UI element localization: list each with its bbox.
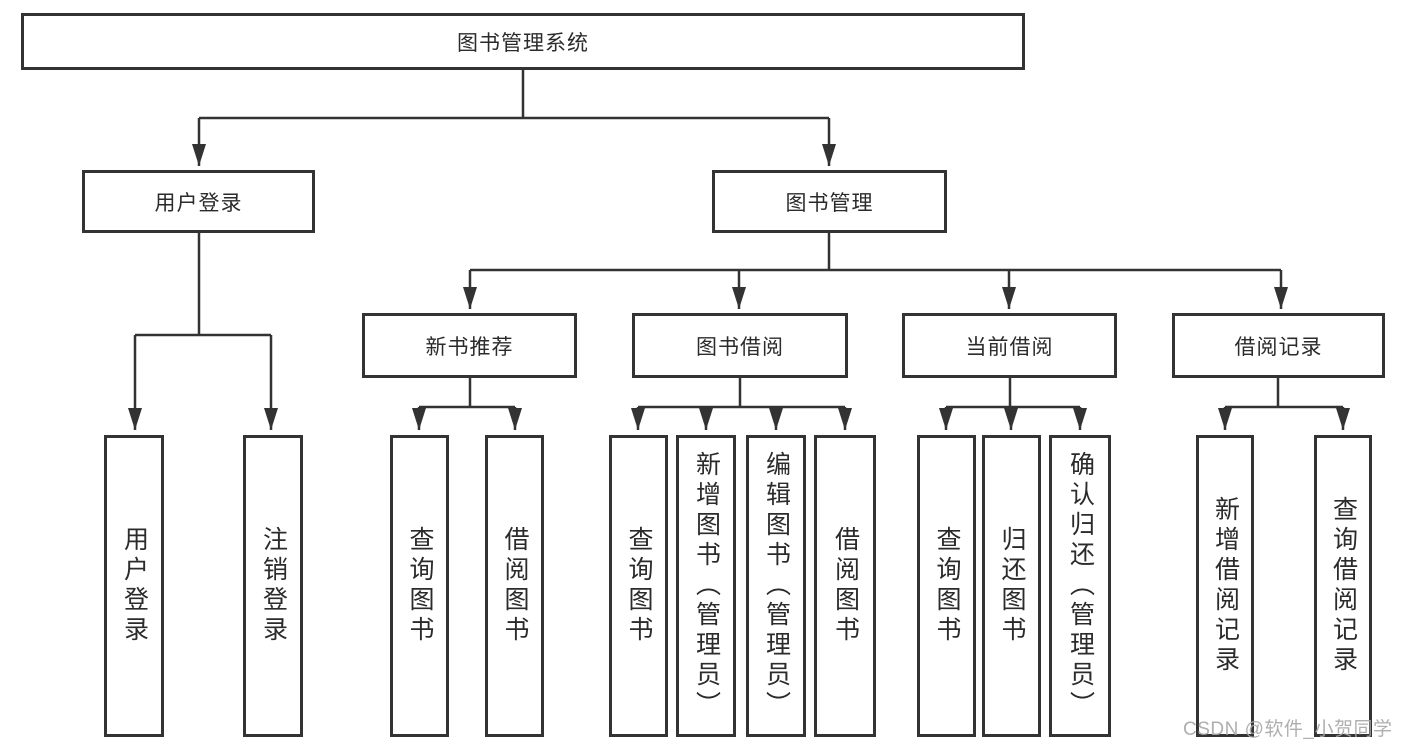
leaf-confirm-return-admin: 确认归还（管理员）: [1049, 435, 1111, 737]
leaf-label: 新增借阅记录: [1211, 496, 1240, 676]
leaf-label: 用户登录: [120, 526, 149, 646]
leaf-label: 借阅图书: [501, 526, 529, 646]
node-current-borrowing: 当前借阅: [902, 313, 1117, 378]
node-label: 用户登录: [154, 191, 243, 215]
node-library-management-system: 图书管理系统: [21, 13, 1025, 70]
node-label: 图书借阅: [696, 335, 784, 359]
leaf-query-books-borrowing: 查询图书: [609, 435, 668, 737]
leaf-edit-book-admin: 编辑图书（管理员）: [746, 435, 806, 737]
csdn-watermark: CSDN @软件_小贺同学: [1183, 719, 1393, 740]
leaf-label: 新增图书（管理员）: [692, 451, 721, 721]
leaf-label: 确认归还（管理员）: [1066, 451, 1095, 721]
leaf-label: 查询图书: [406, 526, 434, 646]
leaf-query-books-current: 查询图书: [917, 435, 976, 737]
leaf-borrow-books-recommend: 借阅图书: [485, 435, 544, 737]
leaf-borrow-books-borrowing: 借阅图书: [814, 435, 876, 737]
node-label: 当前借阅: [965, 335, 1054, 359]
leaf-add-book-admin: 新增图书（管理员）: [676, 435, 736, 737]
leaf-label: 查询图书: [625, 526, 653, 646]
leaf-return-books: 归还图书: [982, 435, 1041, 737]
node-label: 图书管理系统: [457, 31, 589, 55]
node-book-management: 图书管理: [712, 170, 947, 233]
leaf-label: 借阅图书: [831, 526, 860, 646]
leaf-label: 注销登录: [259, 526, 288, 646]
node-book-borrowing: 图书借阅: [632, 313, 848, 378]
node-label: 图书管理: [785, 191, 874, 215]
node-user-login: 用户登录: [82, 170, 315, 233]
node-label: 借阅记录: [1234, 335, 1323, 359]
leaf-label: 查询借阅记录: [1329, 496, 1358, 676]
leaf-user-login: 用户登录: [104, 435, 164, 737]
leaf-query-borrow-record: 查询借阅记录: [1314, 435, 1372, 737]
leaf-logout-login: 注销登录: [243, 435, 303, 737]
leaf-label: 归还图书: [998, 526, 1026, 646]
node-label: 新书推荐: [425, 335, 514, 359]
leaf-query-books-recommend: 查询图书: [390, 435, 449, 737]
leaf-add-borrow-record: 新增借阅记录: [1196, 435, 1254, 737]
node-new-book-recommendation: 新书推荐: [362, 313, 577, 378]
leaf-label: 查询图书: [933, 526, 961, 646]
node-borrowing-records: 借阅记录: [1172, 313, 1385, 378]
leaf-label: 编辑图书（管理员）: [762, 451, 791, 721]
